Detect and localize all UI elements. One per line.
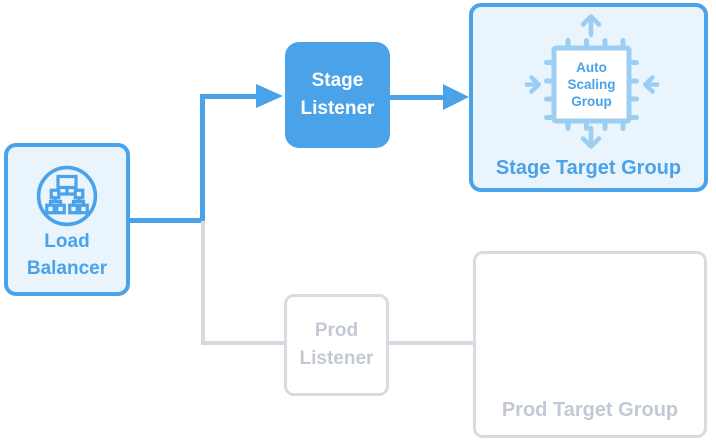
prod-listener-label: Prod Listener (299, 320, 374, 369)
arrowhead-stage-listener (256, 84, 283, 108)
prod-target-group-node: Prod Target Group (473, 251, 707, 438)
stage-target-group-label: Stage Target Group (495, 157, 682, 179)
stage-target-group-node: Auto Scaling Group Stage Target Group (469, 3, 708, 192)
load-balancer-label: Load Balancer (26, 231, 108, 280)
stage-listener-label: Stage Listener (300, 70, 375, 119)
connector-branch-down-prod (201, 221, 205, 343)
prod-target-group-label: Prod Target Group (501, 399, 679, 421)
prod-listener-node: Prod Listener (284, 294, 389, 396)
connector-to-stage-listener (200, 94, 257, 99)
stage-listener-node: Stage Listener (285, 42, 390, 148)
arrowhead-stage-target-group (443, 84, 469, 110)
connector-to-prod-listener (201, 341, 284, 345)
connector-prod-listener-to-target (389, 341, 473, 345)
connector-lb-to-branch (128, 218, 203, 223)
auto-scaling-chip-icon: Auto Scaling Group (525, 13, 659, 150)
auto-scaling-group-label: Auto Scaling Group (567, 59, 616, 110)
connector-stage-listener-to-target (390, 95, 445, 100)
load-balancer-icon (35, 164, 99, 228)
load-balancer-node: Load Balancer (4, 143, 130, 296)
connector-branch-up-stage (200, 94, 205, 223)
